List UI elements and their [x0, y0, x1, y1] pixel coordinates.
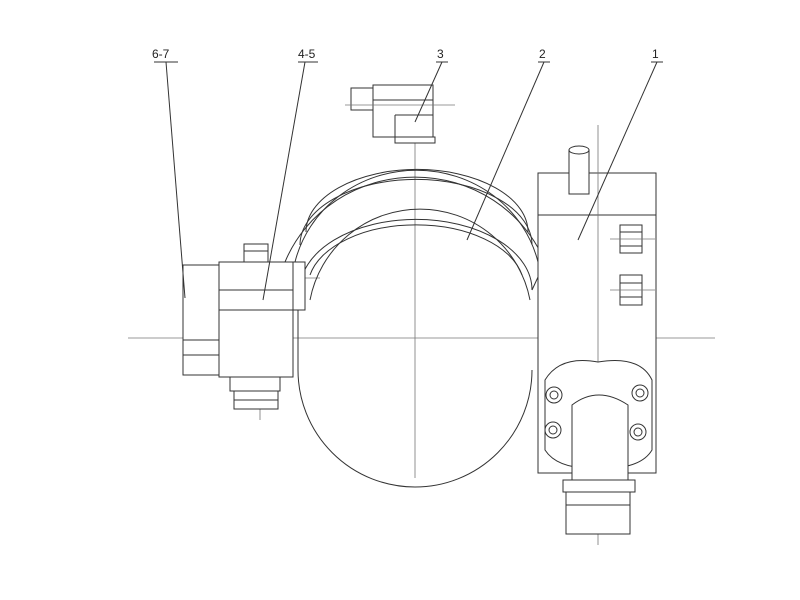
label-part-4-5: 4-5 — [298, 47, 316, 61]
left-block — [182, 243, 306, 410]
label-part-3: 3 — [437, 47, 444, 61]
top-fitting — [345, 84, 455, 144]
leader-lines — [154, 61, 663, 301]
label-part-6-7: 6-7 — [152, 47, 170, 61]
pipe-body — [297, 208, 533, 488]
right-housing — [537, 125, 657, 545]
label-part-2: 2 — [539, 47, 546, 61]
label-part-1: 1 — [652, 47, 659, 61]
